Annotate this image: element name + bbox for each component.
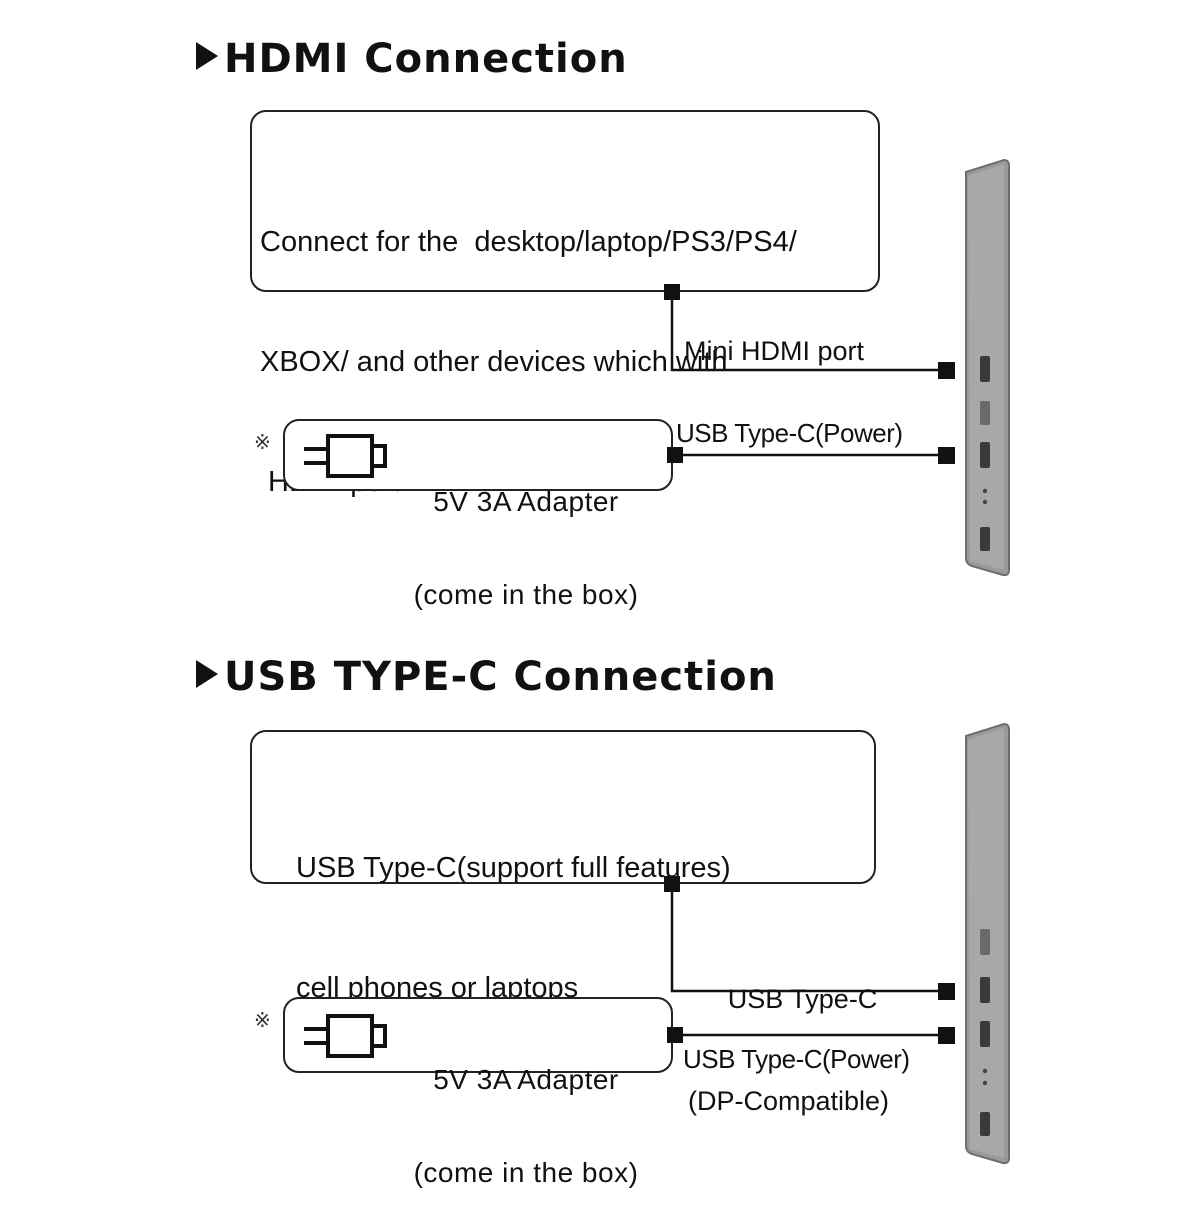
mini-hdmi-port xyxy=(980,929,990,955)
triangle-bullet-icon xyxy=(196,660,218,688)
usbc-source-line-1: USB Type-C(support full features) xyxy=(296,852,731,884)
usbc-power-port-label: USB Type-C(Power) xyxy=(683,1044,910,1074)
usbc-adapter-label-line-2: (come in the box) xyxy=(413,1157,639,1188)
indicator-dot xyxy=(982,1068,988,1074)
usbc-source-connector xyxy=(664,876,680,892)
usbc-dp-port-label-line-1: USB Type-C xyxy=(727,984,878,1014)
monitor-side-view-bottom xyxy=(965,722,1010,1165)
mini-hdmi-port xyxy=(980,356,990,382)
hdmi-source-line-1: Connect for the desktop/laptop/PS3/PS4/ xyxy=(260,226,797,258)
hdmi-source-device-box xyxy=(250,110,880,292)
usbc-adapter-connector xyxy=(667,1027,683,1043)
hdmi-adapter-label-line-1: 5V 3A Adapter xyxy=(433,486,619,517)
mini-hdmi-port-label: Mini HDMI port xyxy=(684,336,865,366)
indicator-dot xyxy=(982,488,988,494)
hdmi-adapter-label-line-2: (come in the box) xyxy=(413,579,639,610)
usbc-dp-port-label-line-2: (DP-Compatible) xyxy=(688,1086,890,1116)
usbc-power-port xyxy=(980,442,990,468)
hdmi-adapter-connector xyxy=(667,447,683,463)
hdmi-cable-line xyxy=(670,292,946,372)
usbc-dp-port xyxy=(980,977,990,1003)
usbc-power-port-connector xyxy=(938,1027,955,1044)
hdmi-source-line-2: XBOX/ and other devices which with xyxy=(260,346,728,378)
hdmi-section-title: HDMI Connection xyxy=(196,36,628,82)
power-plug-icon xyxy=(304,1014,387,1058)
usbc-power-adapter-box xyxy=(283,997,673,1073)
usbc-dp-port-label: USB Type-C (DP-Compatible) xyxy=(688,914,889,1152)
usbc-dp-port-connector xyxy=(938,983,955,1000)
hdmi-adapter-note-mark: ※ xyxy=(254,432,271,454)
hdmi-source-connector xyxy=(664,284,680,300)
hdmi-power-adapter-box xyxy=(283,419,673,491)
hdmi-power-port-connector xyxy=(938,447,955,464)
power-plug-icon xyxy=(304,434,387,478)
usb-port xyxy=(980,401,990,425)
hdmi-usbc-power-port-label: USB Type-C(Power) xyxy=(676,418,903,448)
usbc-section-title: USB TYPE-C Connection xyxy=(196,654,777,700)
usbc-adapter-label-line-1: 5V 3A Adapter xyxy=(433,1064,619,1095)
indicator-dot xyxy=(982,1080,988,1086)
hdmi-source-description: Connect for the desktop/laptop/PS3/PS4/ … xyxy=(260,142,797,542)
usbc-adapter-label: 5V 3A Adapter (come in the box) xyxy=(392,1002,660,1219)
usbc-dp-cable-line xyxy=(670,884,946,993)
monitor-side-view-top xyxy=(965,158,1010,577)
mini-hdmi-port-connector xyxy=(938,362,955,379)
hdmi-adapter-label: 5V 3A Adapter (come in the box) xyxy=(392,424,660,641)
triangle-bullet-icon xyxy=(196,42,218,70)
usbc-source-device-box xyxy=(250,730,876,884)
usbc-port xyxy=(980,527,990,551)
usbc-port xyxy=(980,1112,990,1136)
indicator-dot xyxy=(982,499,988,505)
usbc-power-port xyxy=(980,1021,990,1047)
usbc-adapter-note-mark: ※ xyxy=(254,1010,271,1032)
